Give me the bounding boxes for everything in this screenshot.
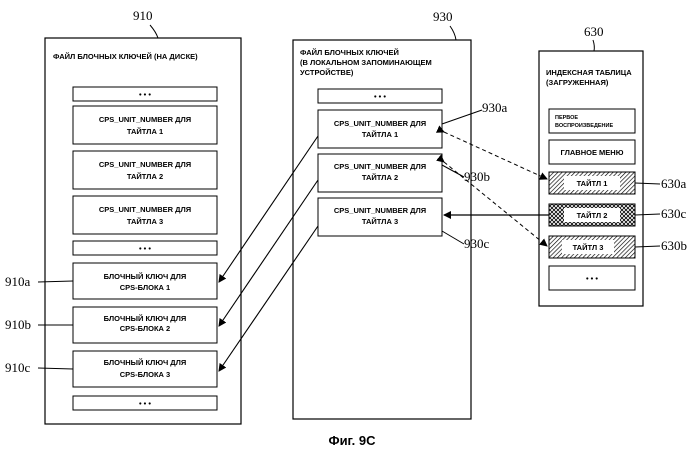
title-1-label: ТАЙТЛ 1	[577, 179, 608, 188]
ref-910b: 910b	[5, 317, 31, 332]
middle-panel-title-3: УСТРОЙСТВЕ)	[300, 68, 354, 77]
left-entry-box-2	[73, 151, 217, 189]
middle-entry-3-line1: CPS_UNIT_NUMBER ДЛЯ	[334, 206, 426, 215]
left-dots-bottom: • • •	[139, 399, 151, 408]
left-key-3-line1: БЛОЧНЫЙ КЛЮЧ ДЛЯ	[104, 358, 187, 367]
right-dots: • • •	[586, 274, 598, 283]
ref-630c: 630c	[661, 206, 687, 221]
left-entry-2-line1: CPS_UNIT_NUMBER ДЛЯ	[99, 160, 191, 169]
left-entry-box-3	[73, 196, 217, 234]
left-key-3-line2: CPS-БЛОКА 3	[120, 370, 170, 379]
top-menu-label: ГЛАВНОЕ МЕНЮ	[561, 148, 624, 157]
middle-entry-3-line2: ТАЙТЛА 3	[362, 217, 398, 226]
left-key-1-line1: БЛОЧНЫЙ КЛЮЧ ДЛЯ	[104, 272, 187, 281]
ref-910a: 910a	[5, 274, 31, 289]
left-entry-3-line2: ТАЙТЛА 3	[127, 217, 163, 226]
left-entry-2-line2: ТАЙТЛА 2	[127, 172, 163, 181]
left-key-2-line2: CPS-БЛОКА 2	[120, 324, 170, 333]
right-panel-title-1: ИНДЕКСНАЯ ТАБЛИЦА	[546, 68, 632, 77]
ref-930c: 930c	[464, 236, 490, 251]
middle-panel-title-1: ФАЙЛ БЛОЧНЫХ КЛЮЧЕЙ	[300, 48, 399, 57]
title-3-label: ТАЙТЛ 3	[573, 243, 604, 252]
left-entry-1-line2: ТАЙТЛА 1	[127, 127, 163, 136]
ref-630b: 630b	[661, 238, 687, 253]
first-play-line1: ПЕРВОЕ	[555, 115, 578, 121]
middle-panel-title-2: (В ЛОКАЛЬНОМ ЗАПОМИНАЮЩЕМ	[300, 58, 432, 67]
title-2-label: ТАЙТЛ 2	[577, 211, 608, 220]
first-play-line2: ВОСПРОИЗВЕДЕНИЕ	[555, 123, 613, 129]
middle-dots-top: • • •	[374, 92, 386, 101]
left-panel-title: ФАЙЛ БЛОЧНЫХ КЛЮЧЕЙ (НА ДИСКЕ)	[53, 52, 198, 61]
leader-630	[593, 40, 594, 51]
left-key-1-line2: CPS-БЛОКА 1	[120, 283, 170, 292]
middle-entry-box-1	[318, 110, 442, 148]
middle-entry-1-line1: CPS_UNIT_NUMBER ДЛЯ	[334, 119, 426, 128]
ref-910: 910	[133, 8, 153, 23]
first-play-box	[549, 109, 635, 133]
left-dots-mid: • • •	[139, 244, 151, 253]
ref-630a: 630a	[661, 176, 687, 191]
leader-930	[450, 26, 456, 40]
left-key-2-line1: БЛОЧНЫЙ КЛЮЧ ДЛЯ	[104, 314, 187, 323]
left-entry-box-1	[73, 106, 217, 144]
leader-910	[150, 25, 158, 38]
ref-930: 930	[433, 9, 453, 24]
left-key-box-3	[73, 351, 217, 387]
ref-930a: 930a	[482, 100, 508, 115]
right-panel-title-2: (ЗАГРУЖЕННАЯ)	[546, 78, 609, 87]
middle-entry-2-line1: CPS_UNIT_NUMBER ДЛЯ	[334, 162, 426, 171]
left-entry-3-line1: CPS_UNIT_NUMBER ДЛЯ	[99, 205, 191, 214]
left-dots-top: • • •	[139, 90, 151, 99]
left-entry-1-line1: CPS_UNIT_NUMBER ДЛЯ	[99, 115, 191, 124]
middle-entry-1-line2: ТАЙТЛА 1	[362, 130, 398, 139]
ref-910c: 910c	[5, 360, 31, 375]
left-key-box-1	[73, 263, 217, 299]
ref-630: 630	[584, 24, 604, 39]
middle-entry-2-line2: ТАЙТЛА 2	[362, 173, 398, 182]
figure-caption: Фиг. 9C	[328, 433, 376, 448]
